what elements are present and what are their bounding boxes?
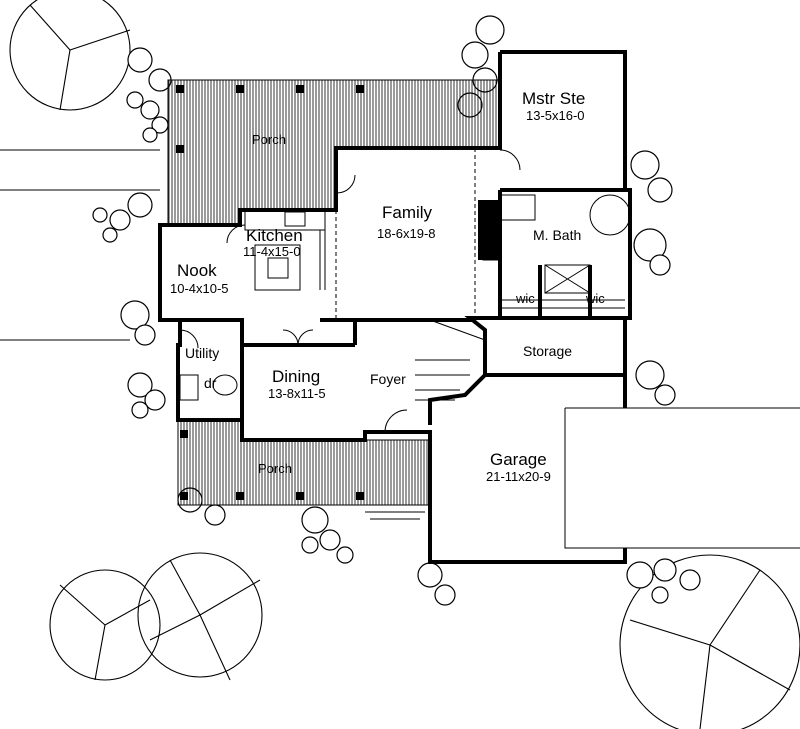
doors [179,149,521,433]
storage-name: Storage [523,343,572,359]
tree [137,552,263,678]
utility-name: Utility [185,345,219,361]
shrubs [92,15,701,606]
garage-dims: 21-11x20-9 [486,469,551,484]
wic-right-name: wic [585,291,605,306]
m-bath-name: M. Bath [533,227,581,243]
wic-left-name: wic [515,291,535,306]
fixtures [179,148,631,401]
dr-name: dr [204,375,217,391]
dining-dims: 13-8x11-5 [268,386,326,401]
family-dims: 18-6x19-8 [377,226,436,241]
foyer-name: Foyer [370,371,406,387]
rear-porch-name: Porch [252,132,286,147]
tree [9,0,131,111]
nook-name: Nook [177,261,217,280]
dining-name: Dining [272,367,320,386]
kitchen-name: Kitchen [246,226,303,245]
family-name: Family [382,203,433,222]
tree [49,569,161,681]
garage-name: Garage [490,450,547,469]
porch-columns [176,85,364,500]
front-porch-name: Porch [258,461,292,476]
room-labels: Mstr Ste 13-5x16-0 Porch Family 18-6x19-… [170,89,605,484]
tree [619,554,800,729]
mstr-ste-name: Mstr Ste [522,89,585,108]
nook-dims: 10-4x10-5 [170,281,229,296]
mstr-ste-dims: 13-5x16-0 [526,108,585,123]
kitchen-dims: 11-4x15-0 [243,244,301,259]
